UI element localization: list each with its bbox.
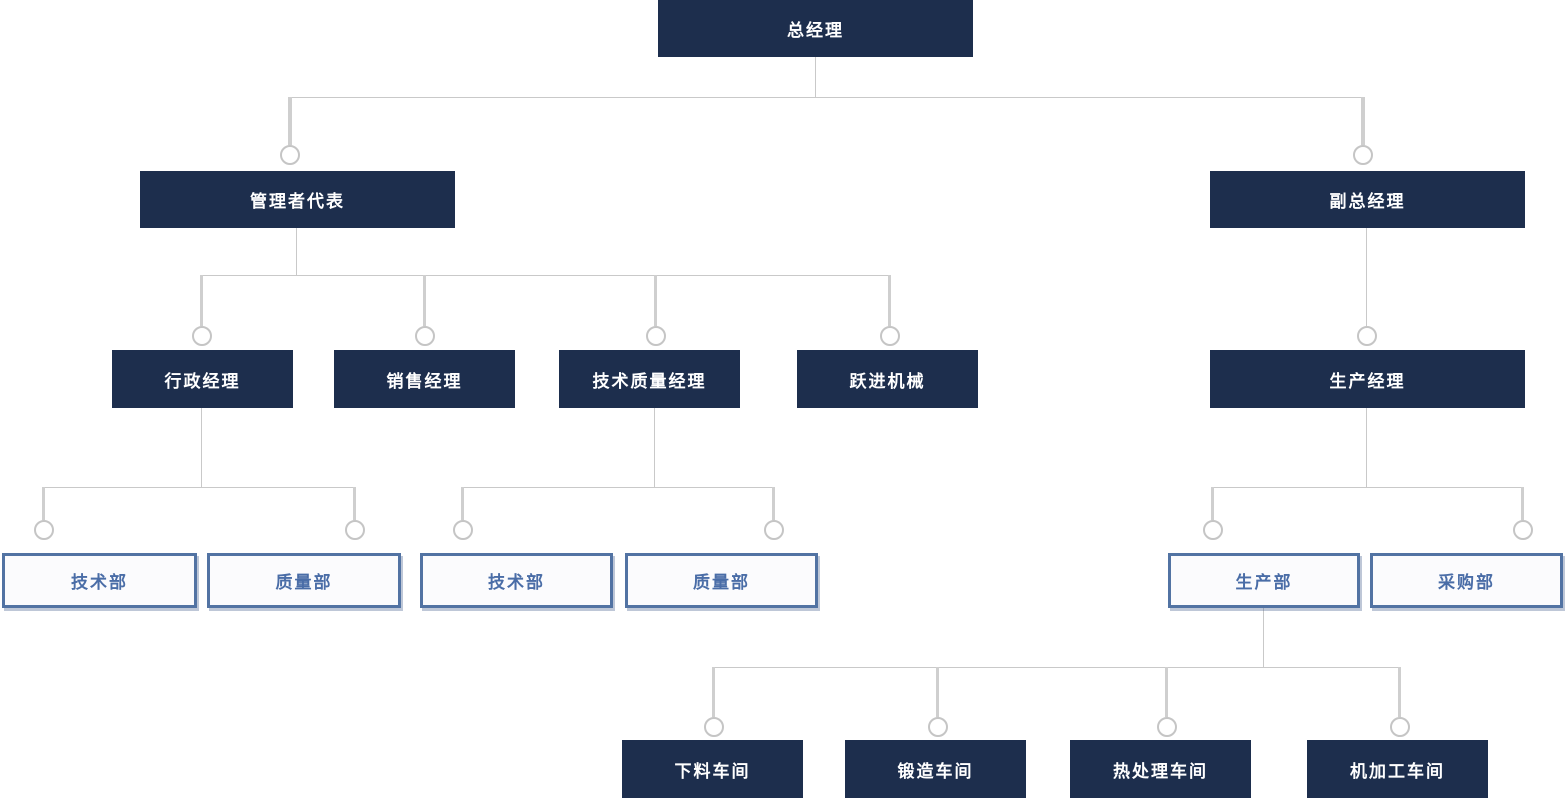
node-label: 副总经理: [1329, 192, 1406, 212]
connector-circle: [34, 520, 54, 540]
node-label: 采购部: [1438, 573, 1495, 593]
connector-circle: [880, 326, 900, 346]
connector-line: [288, 97, 292, 145]
node-label: 技术部: [488, 573, 545, 593]
connector-circle: [646, 326, 666, 346]
node-label: 下料车间: [674, 761, 751, 782]
connector-circle: [928, 717, 948, 737]
connector-circle: [1203, 520, 1223, 540]
connector-line: [296, 228, 297, 275]
node-general-manager: 总经理: [658, 0, 973, 57]
connector-line: [1165, 667, 1168, 717]
connector-circle: [192, 326, 212, 346]
connector-line: [654, 408, 655, 487]
node-machining-workshop: 机加工车间: [1307, 740, 1488, 798]
connector-line: [202, 275, 890, 276]
connector-line: [42, 487, 45, 520]
connector-line: [1398, 667, 1401, 717]
connector-line: [654, 275, 657, 326]
node-label: 机加工车间: [1350, 761, 1445, 782]
node-administrative-manager: 行政经理: [112, 350, 293, 408]
connector-circle: [1357, 326, 1377, 346]
connector-circle: [1513, 520, 1533, 540]
connector-line: [423, 275, 426, 326]
connector-line: [463, 487, 774, 488]
node-label: 管理者代表: [250, 192, 345, 212]
node-yuejin-machinery: 跃进机械: [797, 350, 978, 408]
node-technical-quality-manager: 技术质量经理: [559, 350, 740, 408]
node-quality-dept-mid: 质量部: [625, 553, 818, 608]
node-label: 生产经理: [1329, 371, 1406, 392]
connector-circle: [1157, 717, 1177, 737]
node-management-representative: 管理者代表: [140, 171, 455, 228]
node-label: 热处理车间: [1113, 761, 1208, 782]
connector-line: [461, 487, 464, 520]
node-label: 生产部: [1235, 573, 1293, 593]
connector-circle: [280, 145, 300, 165]
connector-circle: [415, 326, 435, 346]
node-purchasing-dept: 采购部: [1370, 553, 1563, 608]
connector-line: [353, 487, 356, 520]
node-deputy-general-manager: 副总经理: [1210, 171, 1525, 228]
node-heat-treatment-workshop: 热处理车间: [1070, 740, 1251, 798]
connector-line: [815, 57, 816, 97]
node-technical-dept-left: 技术部: [2, 553, 197, 608]
node-label: 质量部: [693, 573, 750, 593]
connector-line: [712, 667, 715, 717]
connector-line: [1366, 228, 1367, 326]
node-label: 跃进机械: [849, 371, 926, 392]
node-label: 总经理: [787, 21, 844, 41]
connector-line: [44, 487, 355, 488]
connector-line: [1366, 408, 1367, 487]
connector-line: [1213, 487, 1523, 488]
connector-circle: [704, 717, 724, 737]
connector-line: [936, 667, 939, 717]
node-production-manager: 生产经理: [1210, 350, 1525, 408]
connector-line: [888, 275, 891, 326]
node-sales-manager: 销售经理: [334, 350, 515, 408]
node-technical-dept-mid: 技术部: [420, 553, 613, 608]
node-label: 技术质量经理: [592, 371, 707, 392]
connector-circle: [1390, 717, 1410, 737]
connector-line: [200, 275, 203, 326]
connector-circle: [345, 520, 365, 540]
connector-line: [1361, 97, 1365, 145]
connector-circle: [453, 520, 473, 540]
node-cutting-workshop: 下料车间: [622, 740, 803, 798]
connector-line: [1211, 487, 1214, 520]
connector-line: [714, 667, 1400, 668]
connector-line: [201, 408, 202, 487]
node-label: 锻造车间: [897, 761, 974, 782]
node-label: 质量部: [275, 573, 333, 593]
connector-line: [1521, 487, 1524, 520]
connector-line: [1263, 608, 1264, 667]
node-label: 销售经理: [386, 371, 463, 392]
node-quality-dept-left: 质量部: [207, 553, 401, 608]
node-label: 行政经理: [164, 371, 241, 392]
connector-circle: [764, 520, 784, 540]
node-label: 技术部: [71, 573, 128, 593]
connector-line: [772, 487, 775, 520]
node-forging-workshop: 锻造车间: [845, 740, 1026, 798]
node-production-dept: 生产部: [1168, 553, 1360, 608]
connector-line: [290, 97, 1363, 98]
connector-circle: [1353, 145, 1373, 165]
